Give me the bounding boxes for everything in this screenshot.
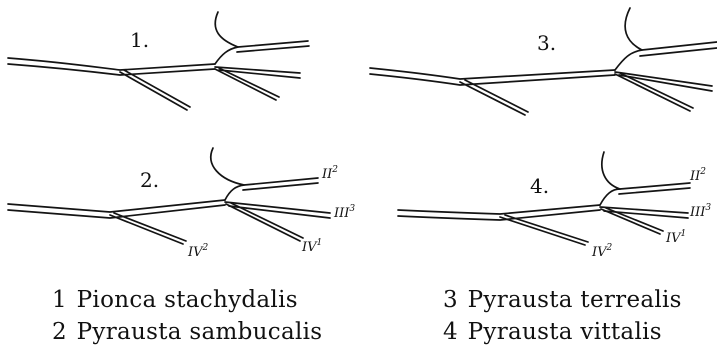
caption-1-number: 1	[52, 287, 67, 313]
panel-2-vein-label-ii2: II2	[321, 165, 338, 182]
caption-4: 4 Pyrausta vittalis	[443, 317, 662, 347]
panel-3-curved-vein	[625, 8, 642, 50]
panel-2-venation	[8, 148, 330, 244]
caption-1-species: Pionca stachydalis	[77, 287, 298, 313]
panel-2-number: 2.	[140, 168, 159, 192]
panel-2-main-stem	[8, 200, 225, 212]
panel-4-number: 4.	[530, 174, 549, 198]
panel-3-cell-upper	[615, 42, 717, 70]
panel-1-number: 1.	[130, 28, 149, 52]
panel-3-venation	[370, 8, 717, 115]
panel-3-number: 3.	[537, 31, 556, 55]
panel-4-curved-vein	[602, 152, 620, 189]
caption-1: 1 Pionca stachydalis	[52, 285, 298, 315]
panel-2-vein-label-iii3: III3	[333, 204, 355, 221]
panel-4-vein-label-iv1: IV1	[665, 229, 686, 246]
panel-4-cell-middle	[600, 207, 688, 218]
panel-3-cell-lower	[615, 73, 693, 111]
caption-3: 3 Pyrausta terrealis	[443, 285, 682, 315]
panel-1-main-stem	[8, 58, 215, 70]
panel-2-vein-label-iv1: IV1	[301, 238, 322, 255]
panel-2-cell-middle	[225, 202, 330, 218]
panel-1-curved-vein	[215, 12, 238, 47]
caption-3-number: 3	[443, 287, 458, 313]
panel-2-lower-branch	[110, 213, 186, 244]
panel-4-vein-label-ii2: II2	[689, 167, 706, 184]
panel-1-lower-branch	[120, 70, 190, 110]
panel-3-main-stem-lower	[370, 74, 615, 85]
panel-3-lower-branch	[460, 80, 528, 115]
panel-1-cell-upper	[215, 41, 309, 64]
panel-2-cell-upper	[225, 178, 318, 200]
panel-4-vein-label-iii3: III3	[689, 203, 711, 220]
panel-2-curved-vein	[211, 148, 244, 185]
panel-2-vein-label-iv2: IV2	[187, 243, 209, 260]
caption-2: 2 Pyrausta sambucalis	[52, 317, 322, 347]
caption-3-species: Pyrausta terrealis	[468, 287, 682, 313]
panel-4-venation	[398, 152, 690, 245]
caption-4-species: Pyrausta vittalis	[468, 319, 662, 345]
panel-4-vein-label-iv2: IV2	[591, 243, 613, 260]
caption-2-species: Pyrausta sambucalis	[77, 319, 323, 345]
panel-1-venation	[8, 12, 309, 110]
caption-2-number: 2	[52, 319, 67, 345]
caption-4-number: 4	[443, 319, 458, 345]
